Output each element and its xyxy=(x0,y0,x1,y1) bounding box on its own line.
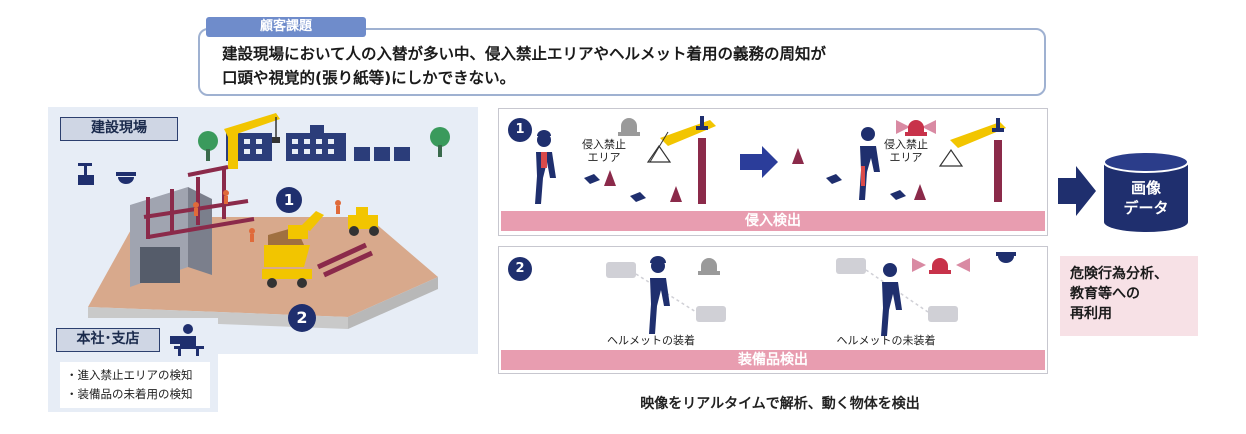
issue-text: 建設現場において人の入替が多い中、侵入禁止エリアやヘルメット着用の義務の周知が … xyxy=(222,42,1042,90)
security-camera-icon xyxy=(78,163,136,185)
panel2-number: 2 xyxy=(508,257,532,281)
database-label: 画像 データ xyxy=(1102,178,1190,218)
barrier-fence-icon xyxy=(606,258,958,322)
hq-detection-list: ・進入禁止エリアの検知 ・装備品の未着用の検知 xyxy=(60,362,210,408)
office-worker-icon xyxy=(170,324,204,356)
site-marker-1: 1 xyxy=(276,187,302,213)
caption: 映像をリアルタイムで解析、動く物体を検出 xyxy=(640,396,920,412)
panel1-number: 1 xyxy=(508,118,532,142)
site-label: 建設現場 xyxy=(60,117,178,141)
no-entry-zone-marker-icon xyxy=(584,170,682,202)
intrusion-detection-bar: 侵入検出 xyxy=(501,211,1045,231)
database-icon xyxy=(1103,151,1189,232)
crane-icon xyxy=(224,113,280,169)
zone-label-left: 侵入禁止 エリア xyxy=(574,138,634,164)
reuse-line-1: 危険行為分析、 xyxy=(1070,266,1168,282)
worker-helmet-icon xyxy=(535,130,556,204)
crane-icon xyxy=(938,118,1006,202)
alarm-active-icon xyxy=(912,258,970,274)
issue-box xyxy=(198,28,1046,96)
worker-helmet-icon xyxy=(859,127,880,200)
arrow-right-icon xyxy=(740,146,778,178)
reuse-box: 危険行為分析、 教育等への 再利用 xyxy=(1060,256,1198,336)
zone-label-right-b: エリア xyxy=(889,151,923,164)
label-helmet-worn: ヘルメットの装着 xyxy=(607,334,695,347)
crane-icon xyxy=(646,116,716,204)
issue-tag: 顧客課題 xyxy=(206,17,366,37)
intrusion-scene xyxy=(535,116,1006,204)
database-line-1: 画像 xyxy=(1130,179,1161,197)
hq-item-2: ・装備品の未着用の検知 xyxy=(66,387,193,401)
database-line-2: データ xyxy=(1123,199,1169,217)
issue-line-2: 口頭や視覚的(張り紙等)にしかできない。 xyxy=(222,69,516,87)
reuse-line-3: 再利用 xyxy=(1070,306,1112,322)
warning-light-icon xyxy=(698,258,720,275)
steel-frame-icon xyxy=(130,165,255,287)
equipment-detection-bar: 装備品検出 xyxy=(501,350,1045,370)
no-entry-zone-marker-icon xyxy=(792,148,926,200)
equipment-scene xyxy=(606,252,1016,336)
bulldozer-icon xyxy=(348,207,379,236)
zone-label-right: 侵入禁止 エリア xyxy=(876,138,936,164)
arrow-right-icon xyxy=(1058,166,1096,216)
building-icon xyxy=(226,125,410,161)
alarm-active-icon xyxy=(896,120,936,136)
worker-icon xyxy=(193,190,341,242)
site-marker-2: 2 xyxy=(288,304,316,332)
excavator-icon xyxy=(288,211,324,239)
warning-light-icon xyxy=(618,118,640,136)
worker-without-helmet-icon xyxy=(881,263,902,336)
tree-icon xyxy=(198,127,450,161)
label-helmet-not-worn: ヘルメットの未装着 xyxy=(836,334,936,347)
worker-with-helmet-icon xyxy=(649,256,670,334)
dome-camera-icon xyxy=(996,252,1016,263)
hq-label: 本社･支店 xyxy=(56,328,160,352)
issue-line-1: 建設現場において人の入替が多い中、侵入禁止エリアやヘルメット着用の義務の周知が xyxy=(222,45,827,63)
steel-pipe-icon xyxy=(316,242,374,278)
construction-site-illustration xyxy=(78,113,450,329)
zone-label-left-b: エリア xyxy=(587,151,621,164)
reuse-line-2: 教育等への xyxy=(1070,286,1140,302)
zone-label-right-a: 侵入禁止 xyxy=(884,138,928,151)
zone-label-left-a: 侵入禁止 xyxy=(582,138,626,151)
hq-item-1: ・進入禁止エリアの検知 xyxy=(66,368,193,382)
